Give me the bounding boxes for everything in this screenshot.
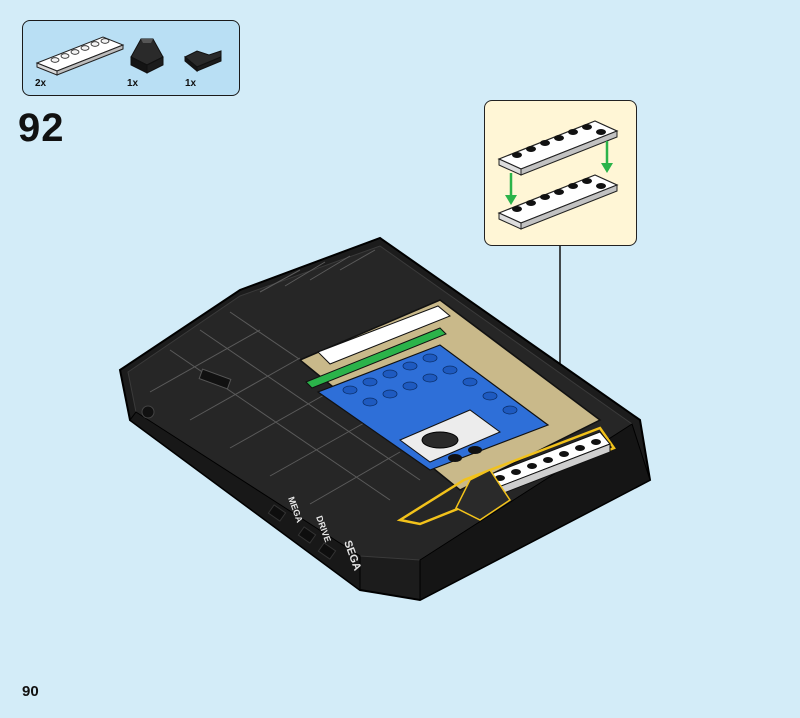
white-plate-1x6-icon (35, 36, 125, 76)
stack-plates-callout-icon (497, 120, 619, 230)
page-number: 90 (22, 683, 39, 700)
part-count-3: 1x (185, 78, 197, 89)
part-count-2: 1x (127, 78, 139, 89)
black-corner-tile-icon (184, 50, 222, 73)
parts-list-box: 2x 1x 1x (22, 20, 240, 96)
black-slope-brick-icon (130, 38, 164, 74)
callout-box (484, 100, 637, 246)
part-count-1: 2x (35, 78, 47, 89)
step-number: 92 (18, 106, 65, 150)
